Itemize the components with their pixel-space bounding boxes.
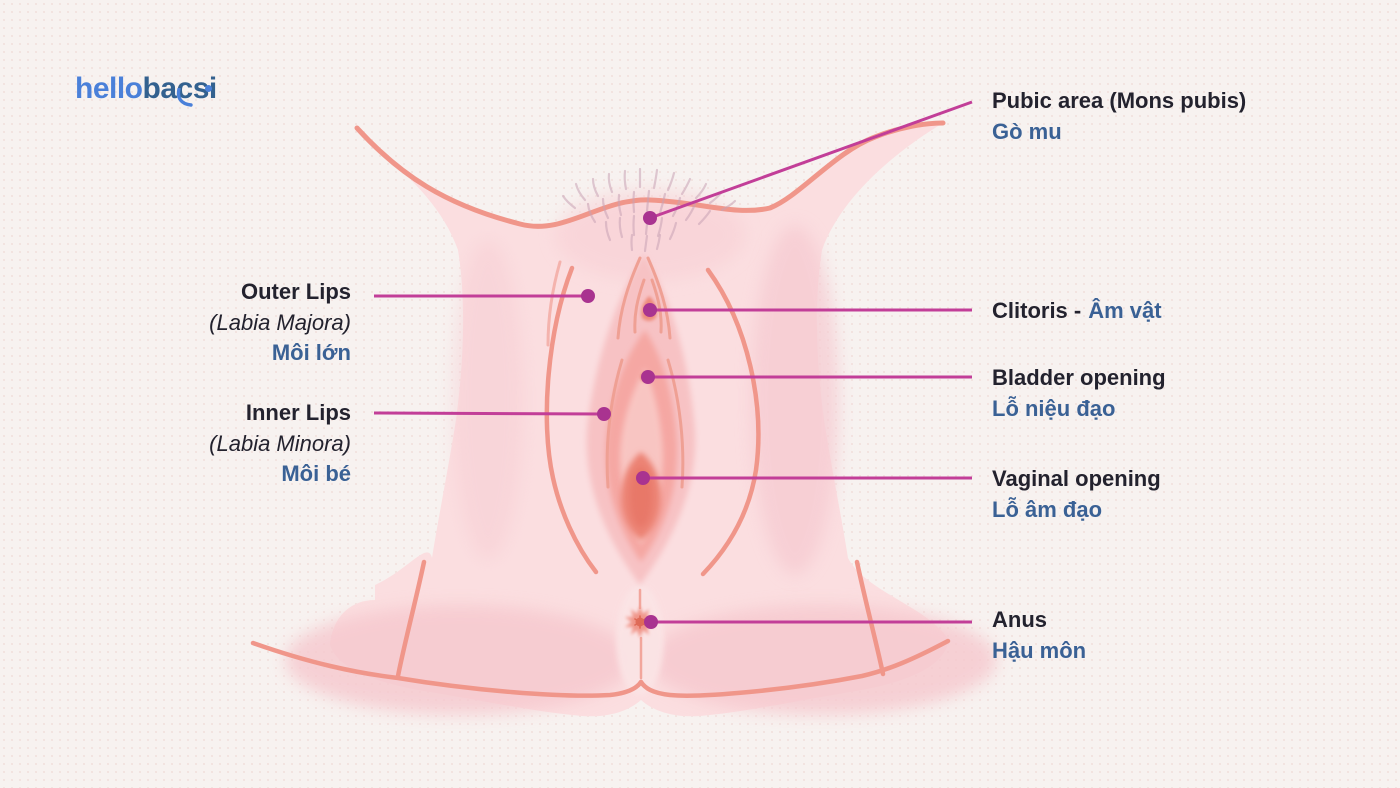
anus-star	[625, 606, 655, 638]
clitoral-hood	[605, 256, 685, 489]
vulva	[544, 254, 761, 585]
outer-lips-vi: Môi lớn	[271, 340, 351, 365]
logo-hello: hello	[75, 72, 143, 105]
outer-lips-curves	[544, 260, 761, 577]
label-inner-lips: Inner Lips (Labia Minora) Môi bé	[60, 398, 351, 490]
anus-vi: Hậu môn	[992, 637, 1087, 663]
bladder-opening-en: Bladder opening	[992, 365, 1166, 390]
bladder-opening-vi: Lỗ niệu đạo	[992, 395, 1116, 421]
leader-dot-clitoris	[643, 303, 657, 317]
hellobacsi-logo: hellobacsi	[75, 72, 217, 107]
leader-line-pubic-area	[649, 100, 973, 220]
leader-dot-bladder-opening	[641, 370, 655, 384]
pubic-area-vi: Gò mu	[992, 118, 1062, 144]
inner-lips-vi: Môi bé	[281, 461, 351, 486]
vaginal-opening-en: Vaginal opening	[992, 466, 1161, 491]
label-pubic-area: Pubic area (Mons pubis) Gò mu	[992, 86, 1246, 147]
pubic-area-en: Pubic area (Mons pubis)	[992, 88, 1247, 113]
inner-lips-latin: (Labia Minora)	[209, 430, 351, 456]
label-clitoris: Clitoris -Âm vật	[992, 296, 1162, 327]
clitoris-vi: Âm vật	[1088, 298, 1162, 323]
leader-dot-pubic-area	[643, 211, 657, 225]
stethoscope-icon	[176, 88, 193, 107]
pubic-hair	[561, 167, 737, 253]
label-anus: Anus Hậu môn	[992, 605, 1086, 666]
label-bladder-opening: Bladder opening Lỗ niệu đạo	[992, 363, 1166, 424]
anus-en: Anus	[992, 607, 1047, 632]
outer-lips-en: Outer Lips	[240, 279, 351, 304]
clitoris-en: Clitoris -	[992, 298, 1082, 323]
vaginal-opening-vi: Lỗ âm đạo	[992, 496, 1103, 522]
outer-lips-latin: (Labia Majora)	[209, 309, 351, 335]
stethoscope-dot-icon	[205, 85, 212, 92]
leader-dot-outer-lips	[581, 289, 595, 303]
leader-dot-inner-lips	[597, 407, 611, 421]
label-outer-lips: Outer Lips (Labia Majora) Môi lớn	[60, 277, 351, 369]
label-vaginal-opening: Vaginal opening Lỗ âm đạo	[992, 464, 1161, 525]
leader-dot-vaginal-opening	[636, 471, 650, 485]
leader-lines	[373, 100, 973, 629]
leader-line-inner-lips	[373, 411, 605, 416]
inner-lips-en: Inner Lips	[245, 400, 351, 425]
leader-dot-anus	[644, 615, 658, 629]
